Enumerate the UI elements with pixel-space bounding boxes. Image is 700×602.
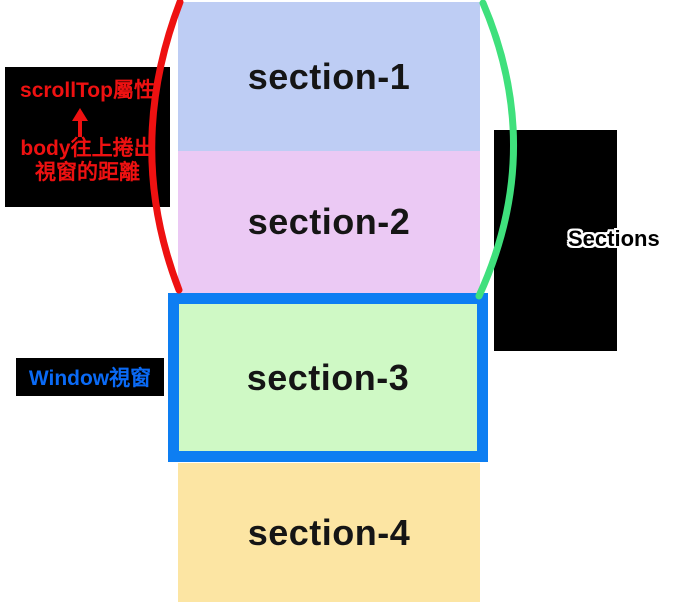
window-label-box: Window視窗 [16,358,164,396]
sections-annotation-box: Sections [494,130,660,351]
scrolltop-annotation-box: scrollTop屬性 body往上捲出 視窗的距離 [5,67,170,207]
window-label: Window視窗 [28,367,152,390]
scrolltop-description-line2: 視窗的距離 [35,161,140,184]
section-1-block: section-1 [178,2,480,151]
section-1-label: section-1 [247,55,411,97]
section-4-block: section-4 [178,463,480,602]
sections-label: Sections [568,226,660,251]
scrolltop-property-label: scrollTop屬性 [20,79,155,102]
section-2-block: section-2 [178,151,480,293]
section-4-label: section-4 [247,511,411,553]
scrolltop-description-line1: body往上捲出 [20,137,155,160]
window-viewport-box: section-3 [168,293,488,462]
section-2-label: section-2 [247,201,411,242]
section-3-label: section-3 [246,356,410,398]
up-arrow-icon [68,108,92,138]
